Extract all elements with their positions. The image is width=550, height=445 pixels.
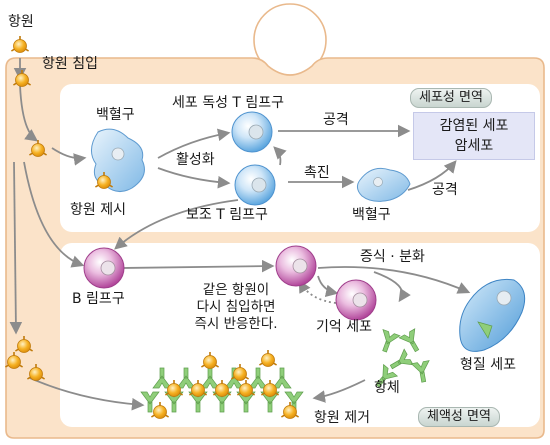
cytotoxic-t-cell-label: 세포 독성 T 림프구 (172, 95, 285, 111)
memory-cell-label: 기억 세포 (316, 319, 372, 335)
antibody-label: 항체 (374, 380, 400, 396)
arrow-activation-upper (157, 128, 231, 159)
memory-note: 같은 항원이 다시 침입하면 즉시 반응한다. (176, 282, 296, 333)
arrow-to-antibody-complex (29, 377, 145, 411)
antigen-icon (10, 35, 30, 54)
infected-cell-box: 감염된 세포 암세포 (413, 112, 535, 160)
promotion-label: 촉진 (304, 165, 330, 181)
b-cell-label: B 림프구 (72, 291, 125, 307)
antigen-removal-label: 항원 제거 (314, 410, 370, 426)
humoral-panel (60, 243, 540, 427)
proliferation-label: 증식 · 분화 (360, 249, 425, 265)
arrow-helper-to-cytotoxic (273, 146, 287, 166)
arrow-to-b-cell (23, 161, 85, 268)
antigen-label: 항원 (8, 14, 34, 30)
arrow-activation-lower (157, 167, 231, 189)
cancer-cell-label: 암세포 (454, 138, 494, 154)
attack-top-label: 공격 (323, 112, 349, 128)
arrow-to-memory (317, 275, 339, 298)
arrows (9, 58, 471, 411)
memory-note-line2: 다시 침입하면 (196, 299, 276, 315)
arrow-to-wbc (19, 84, 39, 142)
arrow-helper-to-b (114, 199, 239, 250)
white-blood-cell-label: 백혈구 (96, 107, 135, 123)
memory-note-line3: 즉시 반응한다. (194, 316, 278, 332)
arrow-to-plasma (317, 266, 471, 294)
white-blood-cell-2-icon (356, 167, 411, 202)
helper-t-cell-label: 보조 T 림프구 (186, 207, 268, 223)
white-blood-cell-2-label: 백혈구 (352, 207, 391, 223)
activation-label: 활성화 (176, 152, 215, 168)
attack-bottom-label: 공격 (432, 182, 458, 198)
antigen-presentation-label: 항원 제시 (70, 202, 126, 218)
arrow-attack-bottom (407, 160, 457, 191)
arrow-to-mid-antigens (9, 161, 23, 335)
cell-mediated-immunity-badge: 세포성 면역 (410, 88, 492, 108)
arrow-antibody-to-complex (312, 379, 366, 403)
antigen-invasion-label: 항원 침입 (42, 56, 98, 72)
plasma-cell-label: 형질 세포 (460, 357, 516, 373)
arrow-memory-react (373, 271, 411, 303)
plasma-cell-icon (459, 278, 526, 352)
memory-note-line1: 같은 항원이 (202, 282, 270, 298)
white-blood-cell-icon (91, 128, 145, 192)
arrow-b-to-b (123, 259, 275, 273)
infected-cell-label: 감염된 세포 (439, 118, 509, 134)
humoral-immunity-badge: 체액성 면역 (418, 407, 500, 427)
